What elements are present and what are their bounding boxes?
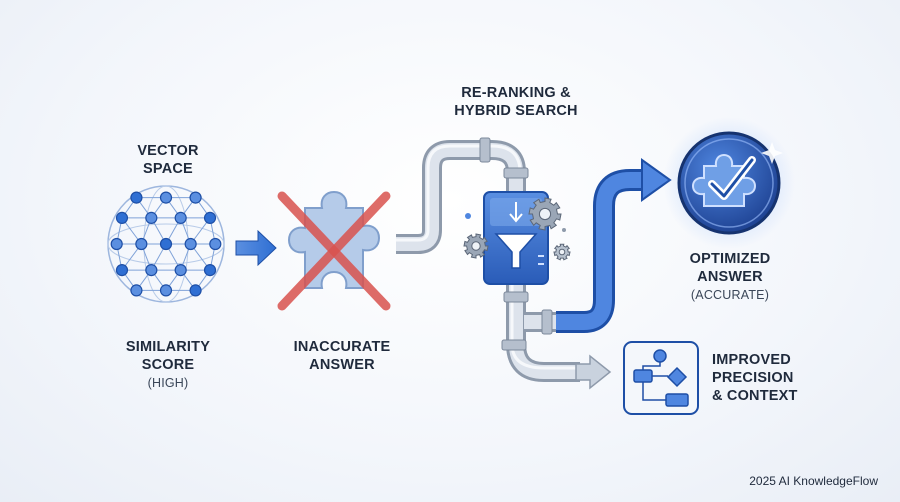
similarity-line1: SIMILARITY [125,339,211,355]
vector-space-label: VECTOR SPACE [118,142,218,178]
similarity-detail: (HIGH) [147,376,189,390]
gear-hole [558,248,566,256]
reranking-label: RE-RANKING & HYBRID SEARCH [436,84,596,120]
optimized-detail: (ACCURATE) [690,288,770,302]
reranking-line2: HYBRID SEARCH [454,103,578,119]
inaccurate-line2: ANSWER [309,357,375,373]
optimized-line2: ANSWER [697,269,763,285]
filter-funnel-icon [483,191,549,285]
network-sphere-icon [107,185,225,303]
optimized-answer-label: OPTIMIZED ANSWER (ACCURATE) [674,250,786,304]
vector-space-line2: SPACE [143,161,193,177]
network-node [189,191,202,204]
network-node [174,211,187,224]
network-node [159,237,173,251]
network-node [115,211,129,224]
arrow-to-improved [575,354,612,390]
gear-hole [471,241,481,251]
similarity-score-label: SIMILARITY SCORE (HIGH) [108,338,228,392]
sparkle-icon [465,213,566,232]
network-node [110,237,123,251]
footer-credit: 2025 AI KnowledgeFlow [749,474,878,488]
gear-hole [538,207,552,221]
improved-precision-label: IMPROVED PRECISION & CONTEXT [712,351,832,405]
reranking-line1: RE-RANKING & [461,85,571,101]
flowchart-icon [623,341,699,415]
network-node [209,237,222,251]
puzzle-check-badge-icon [663,117,795,249]
network-node [174,264,187,277]
pipe-system [396,137,580,382]
network-line [107,223,225,265]
similarity-line2: SCORE [141,357,195,373]
network-node [189,284,202,297]
optimized-line1: OPTIMIZED [689,251,771,267]
cross-icon [277,191,391,311]
gear-icon [463,197,571,261]
network-node [203,211,217,224]
network-node [203,264,217,277]
arrow-to-optimized [556,158,672,333]
network-node [159,191,173,204]
network-node [115,264,129,277]
puzzle-piece-icon [287,190,381,289]
network-node [145,211,158,224]
vector-space-line1: VECTOR [137,143,199,159]
improved-line1: IMPROVED [712,352,791,368]
network-node [135,237,148,251]
network-node [130,284,143,297]
network-node [130,191,143,204]
improved-line3: & CONTEXT [712,388,798,404]
network-node [159,284,173,297]
network-node [184,237,197,251]
inaccurate-answer-label: INACCURATE ANSWER [280,338,404,374]
arrow-to-inaccurate [235,229,277,267]
improved-line2: PRECISION [712,370,794,386]
inaccurate-line1: INACCURATE [293,339,391,355]
network-node [145,264,158,277]
